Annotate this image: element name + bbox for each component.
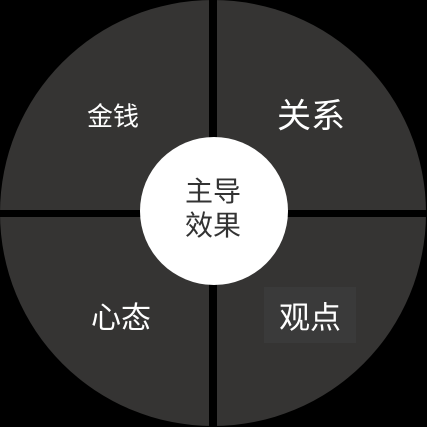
center-label-line1: 主导 bbox=[184, 175, 242, 208]
quadrant-label-relationship: 关系 bbox=[277, 96, 345, 137]
quadrant-label-mindset: 心态 bbox=[91, 301, 151, 336]
center-label-line2: 效果 bbox=[184, 209, 242, 242]
bottom-right-highlight-box bbox=[264, 287, 356, 343]
quadrant-label-viewpoint: 观点 bbox=[279, 300, 341, 337]
quadrant-label-money: 金钱 bbox=[86, 102, 140, 133]
center-circle bbox=[140, 137, 288, 285]
center-label: 主导 效果 bbox=[185, 175, 241, 243]
